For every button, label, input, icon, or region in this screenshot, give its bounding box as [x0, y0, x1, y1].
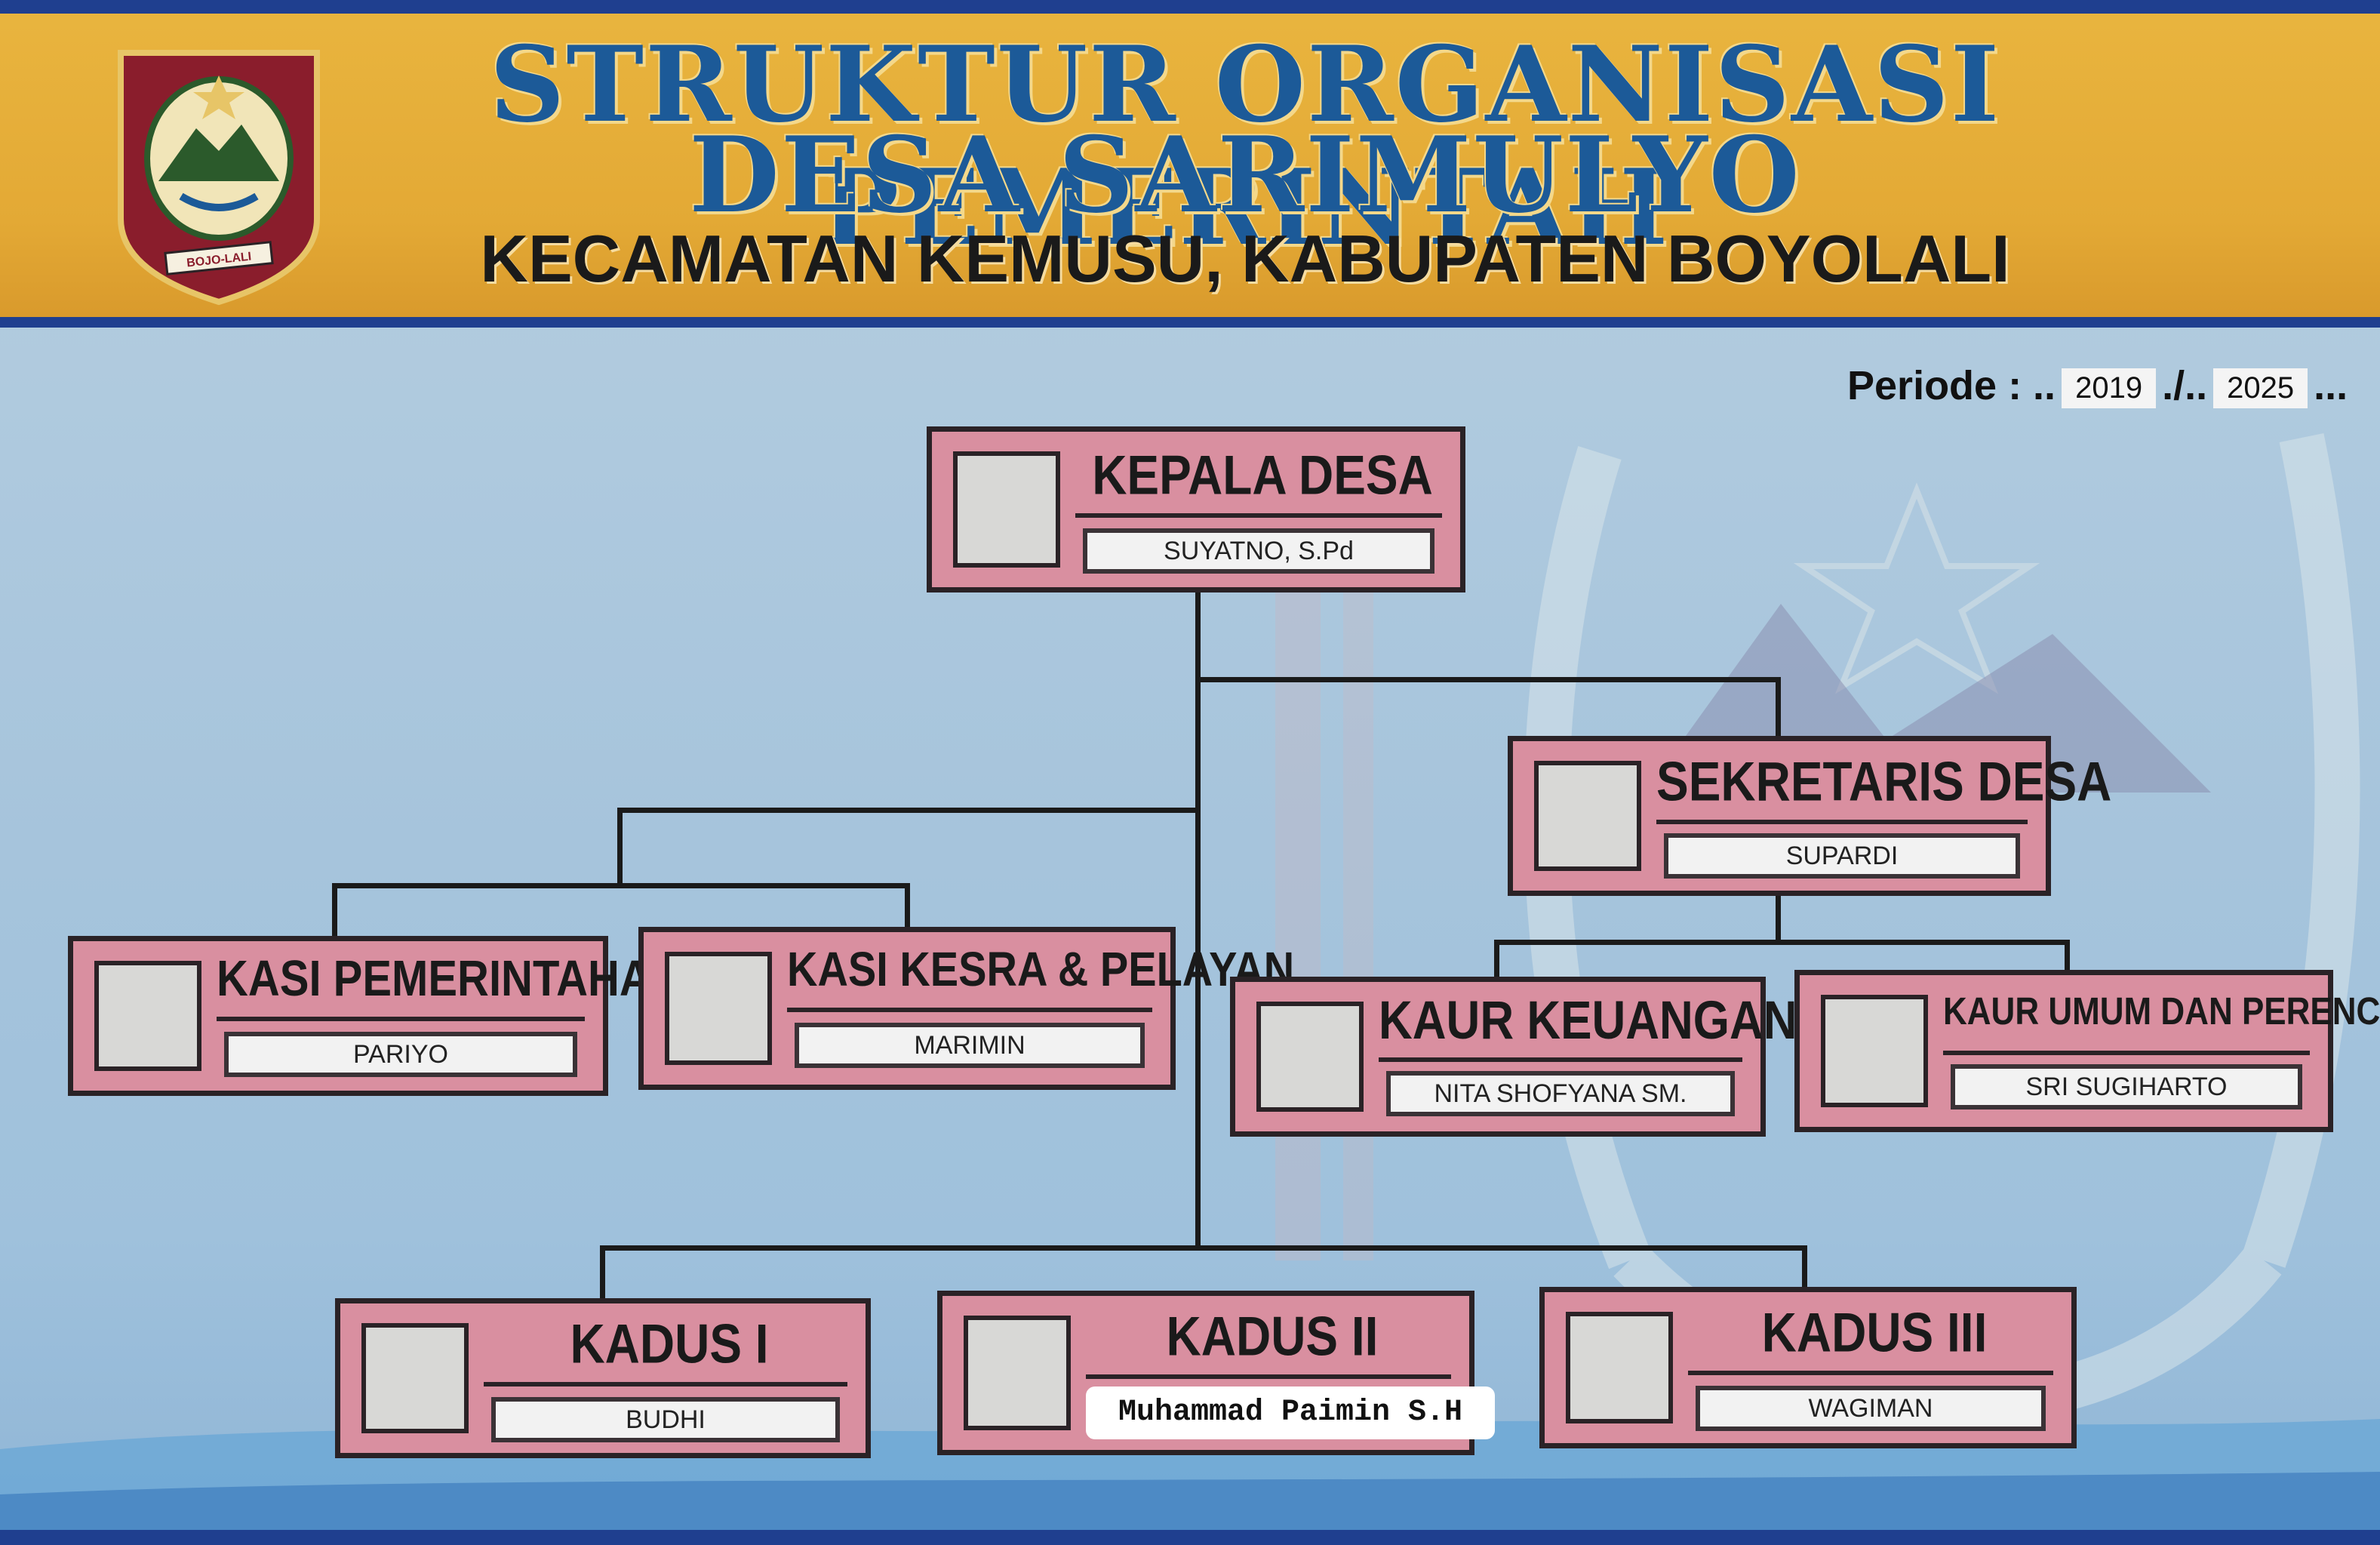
connector-line — [332, 883, 910, 888]
connector-line — [332, 883, 337, 936]
position-box-kasi-pemerintahan: KASI PEMERINTAHAN PARIYO — [68, 936, 683, 1096]
connector-line — [600, 1245, 1807, 1251]
name-label: WAGIMAN — [1696, 1386, 2046, 1431]
title-line-1: STRUKTUR ORGANISASI PEMERINTAH — [489, 23, 2001, 269]
connector-line — [905, 883, 910, 928]
photo-placeholder — [953, 451, 1060, 568]
name-label: BUDHI — [491, 1397, 840, 1442]
position-box-sekretaris-desa: SEKRETARIS DESA SUPARDI — [1508, 736, 2112, 896]
connector-line — [1195, 677, 1781, 682]
divider — [217, 1017, 585, 1021]
name-label: SUPARDI — [1664, 833, 2020, 879]
position-box-kadus-1: KADUS I BUDHI — [335, 1298, 871, 1458]
role-title: KEPALA DESA — [1092, 443, 1433, 506]
period-separator: ./.. — [2162, 363, 2208, 408]
connector-line — [1494, 940, 1499, 977]
connector-line — [1776, 677, 1781, 736]
divider — [1086, 1374, 1451, 1379]
connector-line — [1802, 1245, 1807, 1287]
name-label: PARIYO — [224, 1032, 577, 1077]
divider — [1656, 820, 2028, 824]
connector-line — [1494, 940, 2070, 945]
photo-placeholder — [1821, 995, 1928, 1107]
divider — [484, 1382, 847, 1386]
position-box-kadus-2: KADUS II Muhammad Paimin S.H — [937, 1291, 1495, 1455]
name-label: NITA SHOFYANA SM. — [1386, 1071, 1735, 1116]
coat-of-arms-icon: BOJO-LALI — [118, 50, 320, 306]
connector-line — [1195, 589, 1201, 1245]
divider — [1943, 1051, 2310, 1055]
photo-placeholder — [361, 1323, 469, 1433]
photo-placeholder — [1256, 1002, 1364, 1112]
role-title: KAUR KEUANGAN — [1379, 990, 1797, 1051]
divider — [787, 1008, 1152, 1012]
role-title: KADUS III — [1761, 1300, 1988, 1364]
header-banner: BOJO-LALI STRUKTUR ORGANISASI PEMERINTAH… — [0, 0, 2380, 328]
position-box-kadus-3: KADUS III WAGIMAN — [1539, 1287, 2077, 1448]
divider — [1075, 513, 1442, 518]
position-box-kasi-kesra: KASI KESRA & PELAYAN MARIMIN — [638, 927, 1295, 1090]
connector-line — [617, 808, 623, 883]
photo-placeholder — [1566, 1312, 1673, 1423]
connector-line — [600, 1245, 605, 1300]
photo-placeholder — [94, 961, 201, 1071]
connector-line — [2065, 940, 2070, 974]
role-title: KAUR UMUM DAN PERENCANAAN — [1943, 990, 2380, 1033]
period-start: 2019 — [2062, 368, 2157, 409]
name-label: SRI SUGIHARTO — [1951, 1064, 2302, 1110]
photo-placeholder — [964, 1316, 1071, 1430]
role-title: KASI PEMERINTAHAN — [217, 950, 683, 1007]
period-end: 2025 — [2213, 368, 2308, 409]
connector-line — [617, 808, 1201, 813]
role-title: KADUS II — [1166, 1304, 1379, 1368]
photo-placeholder — [1534, 761, 1641, 871]
position-box-kaur-keuangan: KAUR KEUANGAN NITA SHOFYANA SM. — [1230, 977, 1797, 1137]
connector-line — [1776, 894, 1781, 940]
position-box-kepala-desa: KEPALA DESA SUYATNO, S.Pd — [927, 426, 1465, 592]
photo-placeholder — [665, 952, 772, 1065]
role-title: KASI KESRA & PELAYAN — [787, 941, 1295, 996]
period: Periode : ..2019./..2025... — [1847, 362, 2348, 409]
subtitle: KECAMATAN KEMUSU, KABUPATEN BOYOLALI — [480, 221, 2010, 296]
position-box-kaur-umum: KAUR UMUM DAN PERENCANAAN SRI SUGIHARTO — [1794, 970, 2380, 1132]
divider — [1379, 1057, 1742, 1062]
period-trail: ... — [2314, 363, 2348, 408]
name-label: MARIMIN — [795, 1023, 1145, 1068]
header-top-border — [0, 0, 2380, 14]
name-label: Muhammad Paimin S.H — [1086, 1386, 1495, 1439]
divider — [1688, 1371, 2053, 1375]
role-title: SEKRETARIS DESA — [1656, 749, 2112, 813]
title-line-2: DESA SARIMULYO — [689, 113, 1801, 236]
name-label: SUYATNO, S.Pd — [1083, 528, 1434, 574]
role-title: KADUS I — [570, 1312, 769, 1375]
period-label: Periode : .. — [1847, 363, 2056, 408]
